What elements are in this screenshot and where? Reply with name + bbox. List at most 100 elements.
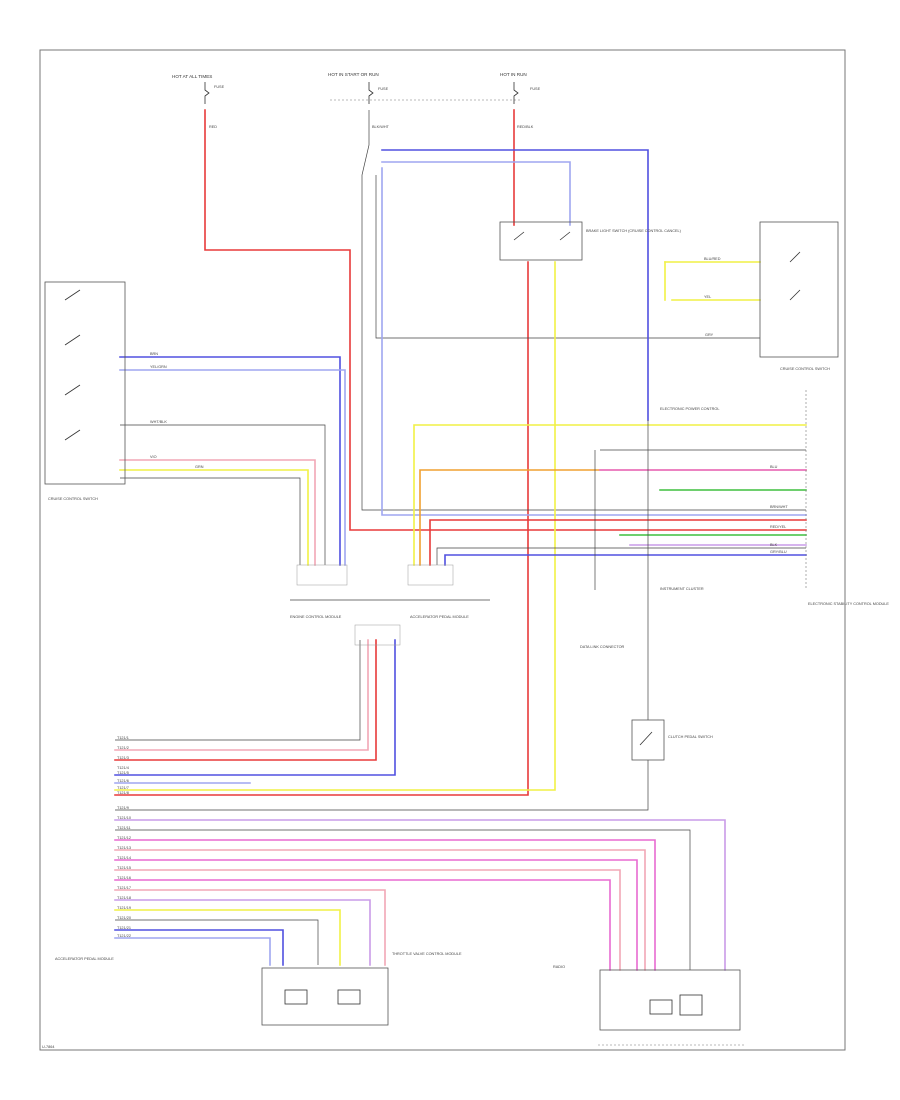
wire-layer xyxy=(114,109,807,971)
violet-wire xyxy=(114,899,371,966)
wire-color-label: BRN xyxy=(150,352,158,356)
pin-label: T121/9 xyxy=(117,806,129,810)
diagram-frame xyxy=(39,49,846,1051)
lightblue-wire xyxy=(119,369,346,566)
red-wire xyxy=(204,109,807,531)
pin-label: T121/8 xyxy=(117,791,129,795)
pin-label: T121/10 xyxy=(117,816,131,820)
sensor-icon xyxy=(337,989,361,1005)
pin-label: T121/13 xyxy=(117,846,131,850)
pink-wire xyxy=(114,639,369,751)
gray-wire xyxy=(120,424,326,565)
black-wire xyxy=(120,477,301,565)
switch-contact-icon xyxy=(639,731,653,746)
radio-module-box xyxy=(599,969,741,1031)
wire-color-label: VIO xyxy=(150,455,157,459)
data-link-label: DATA LINK CONNECTOR xyxy=(580,645,625,649)
pink-wire xyxy=(114,889,386,966)
brake-switch-box xyxy=(499,221,583,261)
magenta-wire xyxy=(114,859,638,971)
pin-label: T121/20 xyxy=(117,916,131,920)
accelerator-module-label: ACCELERATOR PEDAL MODULE xyxy=(55,957,114,961)
red-wire xyxy=(114,261,529,796)
pin-label: T121/2 xyxy=(117,746,129,750)
magenta-wire xyxy=(114,879,611,971)
wire-color-label: BLU xyxy=(770,465,778,469)
engine-control-module-label: ENGINE CONTROL MODULE xyxy=(290,615,342,619)
pin-label: T121/17 xyxy=(117,886,131,890)
ecm-right: ELECTRONIC STABILITY CONTROL MODULE INST… xyxy=(660,390,889,606)
gray-wire xyxy=(115,919,319,965)
lightblue-wire xyxy=(381,161,571,226)
cruise-switch-left-box xyxy=(44,281,126,485)
violet-wire xyxy=(114,819,726,971)
module-icon xyxy=(649,999,673,1015)
pin-label: T121/1 xyxy=(117,736,129,740)
yellow-wire xyxy=(114,909,341,966)
connector-pins xyxy=(407,564,454,586)
wire-color-label: YEL xyxy=(704,295,711,299)
wire-color-label: GRY xyxy=(705,333,714,337)
wire-color-label: GRN xyxy=(195,465,204,469)
clutch-pedal-switch: CLUTCH PEDAL SWITCH xyxy=(631,719,713,761)
pin-label: T121/5 xyxy=(117,771,129,775)
relay-label: ELECTRONIC POWER CONTROL xyxy=(660,407,720,411)
ecm-label: ELECTRONIC STABILITY CONTROL MODULE xyxy=(808,602,889,606)
pin-label: T121/3 xyxy=(117,756,129,760)
fuse-a-label: FUSE xyxy=(214,85,225,89)
sensor-icon xyxy=(284,989,308,1005)
fuse-c-label: FUSE xyxy=(530,87,541,91)
wire-color-label: BLU/RED xyxy=(704,257,721,261)
cruise-switch-left: CRUISE CONTROL SWITCH xyxy=(44,281,126,501)
pink-wire xyxy=(114,869,621,971)
connector-pins xyxy=(296,564,348,586)
hot-at-all-times-label: HOT AT ALL TIMES xyxy=(172,74,212,79)
lightblue-wire xyxy=(114,937,271,966)
wire-color-label: GRY/BLU xyxy=(770,550,787,554)
hot-in-start-run-label: HOT IN START OR RUN xyxy=(328,72,379,77)
radio-module: RADIO xyxy=(553,965,745,1046)
blue-wire xyxy=(114,639,396,776)
throttle-module: THROTTLE VALVE CONTROL MODULE ACCELERATO… xyxy=(55,952,462,1026)
fuse-icon xyxy=(513,82,519,104)
magenta-wire xyxy=(114,839,656,971)
black-wire xyxy=(361,110,806,511)
pin-label: T121/15 xyxy=(117,866,131,870)
wire-color-label: BLK xyxy=(770,543,778,547)
fuse-b-label: FUSE xyxy=(378,87,389,91)
fuse-icon xyxy=(204,82,210,104)
blue-wire xyxy=(381,149,649,421)
blue-wire xyxy=(114,929,284,966)
pink-wire xyxy=(114,849,646,971)
switch-contact-icon xyxy=(64,289,81,441)
pin-label: T121/14 xyxy=(117,856,131,860)
brake-light-switch: BRAKE LIGHT SWITCH (CRUISE CONTROL CANCE… xyxy=(499,221,682,261)
central-connectors: ENGINE CONTROL MODULE ACCELERATOR PEDAL … xyxy=(290,564,490,646)
top-power-labels: HOT AT ALL TIMES HOT IN START OR RUN HOT… xyxy=(172,72,541,101)
side-notes: DATA LINK CONNECTOR ELECTRONIC POWER CON… xyxy=(580,407,720,649)
instrument-cluster-label: INSTRUMENT CLUSTER xyxy=(660,587,704,591)
clutch-pedal-switch-label: CLUTCH PEDAL SWITCH xyxy=(668,735,713,739)
fuse-symbols xyxy=(204,82,519,104)
yellow-wire xyxy=(114,261,556,791)
switch-contact-icon xyxy=(513,231,571,241)
throttle-module-box xyxy=(261,967,389,1026)
cruise-switch-right-box xyxy=(759,221,839,358)
wire-color-label: WHT/BLK xyxy=(150,420,167,424)
black-wire xyxy=(375,175,760,339)
accelerator-pedal-module-label: ACCELERATOR PEDAL MODULE xyxy=(410,615,469,619)
radio-label: RADIO xyxy=(553,965,565,969)
cruise-switch-left-label: CRUISE CONTROL SWITCH xyxy=(48,497,98,501)
red-wire xyxy=(429,519,807,566)
throttle-module-label: THROTTLE VALVE CONTROL MODULE xyxy=(392,952,462,956)
hot-in-run-label: HOT IN RUN xyxy=(500,72,527,77)
pin-label: T121/4 xyxy=(117,766,129,770)
pin-label: T121/16 xyxy=(117,876,131,880)
gray-wire xyxy=(115,829,691,970)
gray-wire xyxy=(436,547,806,565)
pin-label: T121/12 xyxy=(117,836,131,840)
blue-wire xyxy=(119,356,341,566)
blue-wire xyxy=(444,554,807,566)
